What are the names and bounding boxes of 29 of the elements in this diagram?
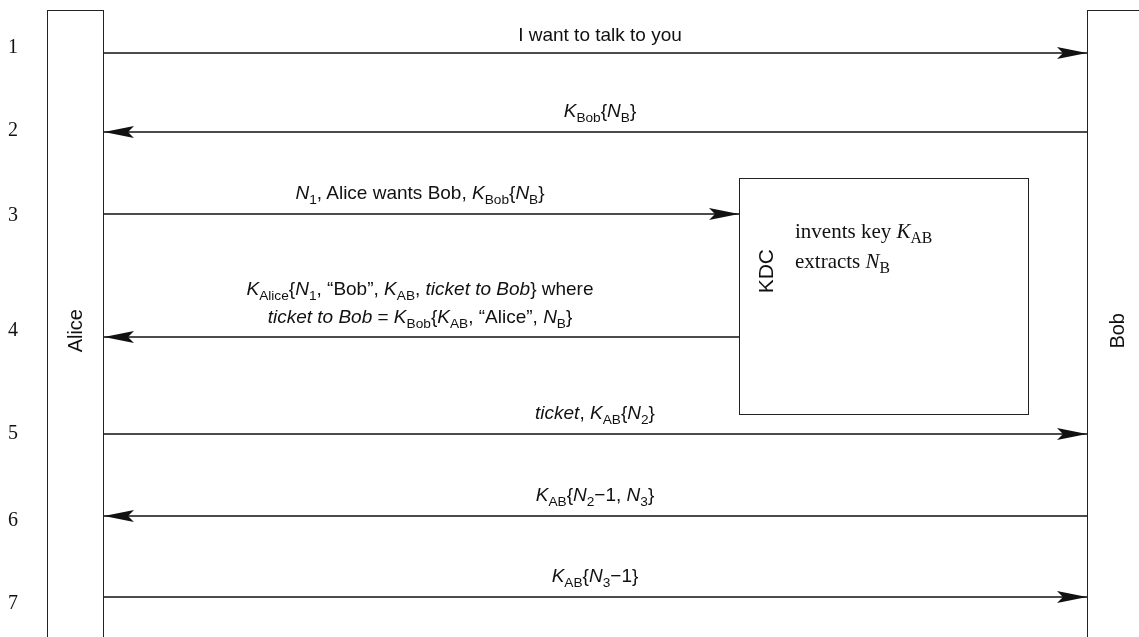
- step-number: 6: [8, 508, 18, 531]
- server-name: KDC: [754, 249, 778, 294]
- message-arrow: [103, 591, 1088, 603]
- participant-name: Bob: [1105, 312, 1129, 349]
- message-arrow: [103, 47, 1088, 59]
- message-arrow: [103, 510, 1088, 522]
- action-text: invents key K$_{AB}$: [795, 219, 933, 248]
- step-number: 4: [8, 318, 18, 341]
- participant-bar: [47, 10, 104, 637]
- participant-bar: [1087, 10, 1139, 637]
- message-arrow: [103, 428, 1088, 440]
- message-label: K$_{Alice}${N$_{1}$, “Bob”, K$_{AB}$, ticket to Bob} where ticket to Bob = K$_{Bob}${K$_{AB}$, “Alice”, N$_{B}$}: [245, 276, 595, 332]
- message-label: K$_{AB}${N$_{3}$−1}: [551, 564, 639, 592]
- message-label: N$_{1}$, Alice wants Bob, K$_{Bob}${N$_{B}$}: [295, 181, 545, 209]
- message-label: K$_{Bob}${N$_{B}$}: [563, 99, 637, 127]
- message-arrow: [103, 208, 740, 220]
- participant-name: Alice: [64, 308, 87, 353]
- action-text: extracts N$_{B}$: [795, 249, 891, 278]
- message-arrow: [103, 331, 740, 343]
- step-number: 3: [8, 203, 18, 226]
- message-label: ticket, K$_{AB}${N$_{2}$}: [535, 401, 655, 429]
- step-number: 5: [8, 421, 18, 444]
- step-number: 7: [8, 591, 18, 614]
- server-box: [739, 178, 1029, 415]
- message-label: I want to talk to you: [518, 23, 682, 48]
- message-arrow: [103, 126, 1088, 138]
- message-label: K$_{AB}${N$_{2}$−1, N$_{3}$}: [535, 483, 655, 511]
- step-number: 1: [8, 35, 18, 58]
- step-number: 2: [8, 118, 18, 141]
